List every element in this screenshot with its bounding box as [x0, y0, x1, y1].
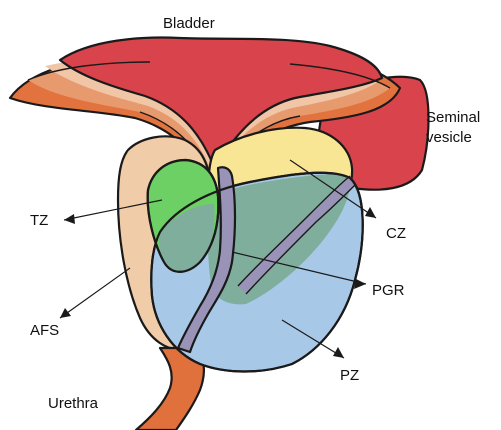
label-pz: PZ	[340, 367, 359, 384]
label-cz: CZ	[386, 225, 406, 242]
label-urethra: Urethra	[48, 395, 99, 412]
afs-arrow	[60, 268, 130, 318]
label-pgr: PGR	[372, 282, 405, 299]
label-bladder: Bladder	[163, 15, 215, 32]
label-afs: AFS	[30, 322, 59, 339]
label-tz: TZ	[30, 212, 48, 229]
label-seminal-vesicle-line2: vesicle	[426, 129, 472, 146]
label-seminal-vesicle-line1: Seminal	[426, 109, 480, 126]
